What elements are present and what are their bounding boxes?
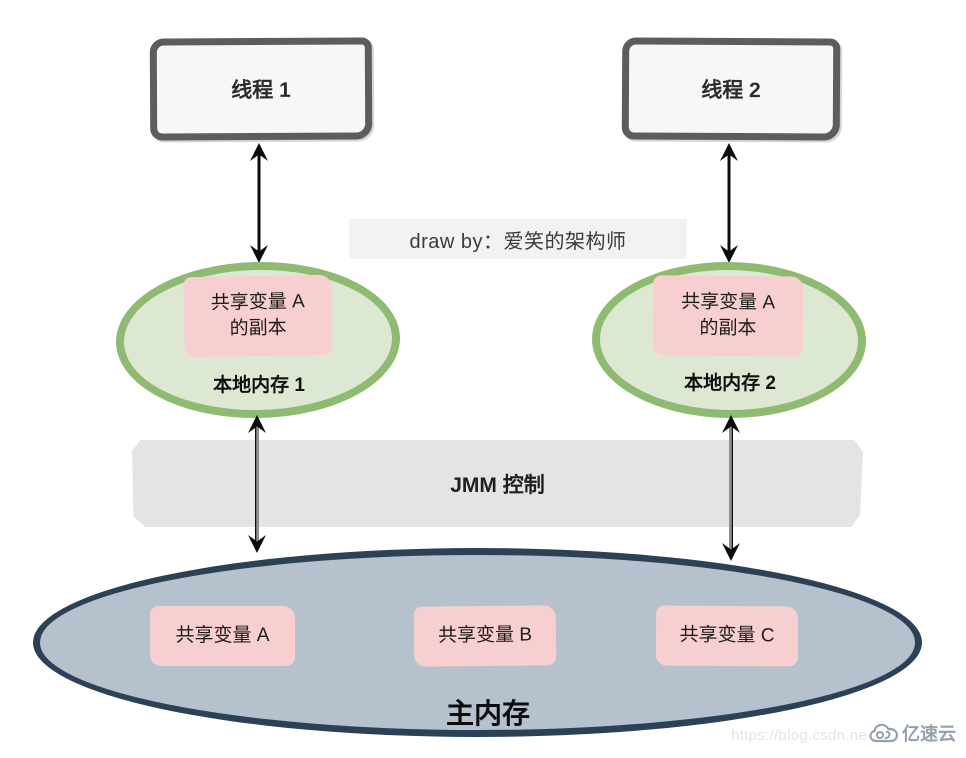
arrow-local2-main (722, 415, 740, 561)
watermark-url: https://blog.csdn.ne (731, 727, 868, 744)
yisuyun-cloud-icon (869, 723, 899, 743)
thread-1-box: 线程 1 (149, 37, 373, 141)
variable-copy-line1: 共享变量 A (210, 291, 305, 315)
jmm-control-label: JMM 控制 (450, 473, 545, 497)
main-memory-variable-b: 共享变量 B (413, 605, 557, 667)
variable-a-label: 共享变量 A (175, 625, 270, 647)
arrow-thread1-local1 (250, 143, 268, 263)
main-memory-label: 主内存 (445, 698, 530, 729)
credit-text: draw by：爱笑的架构师 (409, 230, 627, 253)
arrow-thread2-local2 (720, 143, 738, 263)
brand-watermark: 亿速云 (869, 720, 956, 746)
local-memory-2-label: 本地内存 2 (684, 373, 776, 394)
main-memory-variable-c: 共享变量 C (655, 605, 799, 667)
variable-copy-line2: 的副本 (699, 317, 757, 340)
thread-2-box: 线程 2 (621, 37, 841, 141)
thread-2-label: 线程 2 (701, 78, 761, 103)
thread-1-label: 线程 1 (231, 78, 291, 103)
main-memory-variable-a: 共享变量 A (150, 606, 295, 666)
arrow-local1-main (248, 415, 266, 553)
local-memory-2-variable-copy: 共享变量 A 的副本 (652, 275, 804, 357)
local-memory-1-variable-copy: 共享变量 A 的副本 (183, 274, 333, 358)
variable-c-label: 共享变量 C (679, 624, 775, 647)
local-memory-1-label: 本地内存 1 (213, 375, 305, 396)
brand-name: 亿速云 (902, 724, 956, 744)
variable-copy-line1: 共享变量 A (681, 291, 776, 314)
variable-b-label: 共享变量 B (437, 624, 533, 647)
credit-banner: draw by：爱笑的架构师 (349, 219, 687, 259)
variable-copy-line2: 的副本 (229, 317, 287, 340)
jmm-control-band: JMM 控制 (132, 440, 863, 527)
